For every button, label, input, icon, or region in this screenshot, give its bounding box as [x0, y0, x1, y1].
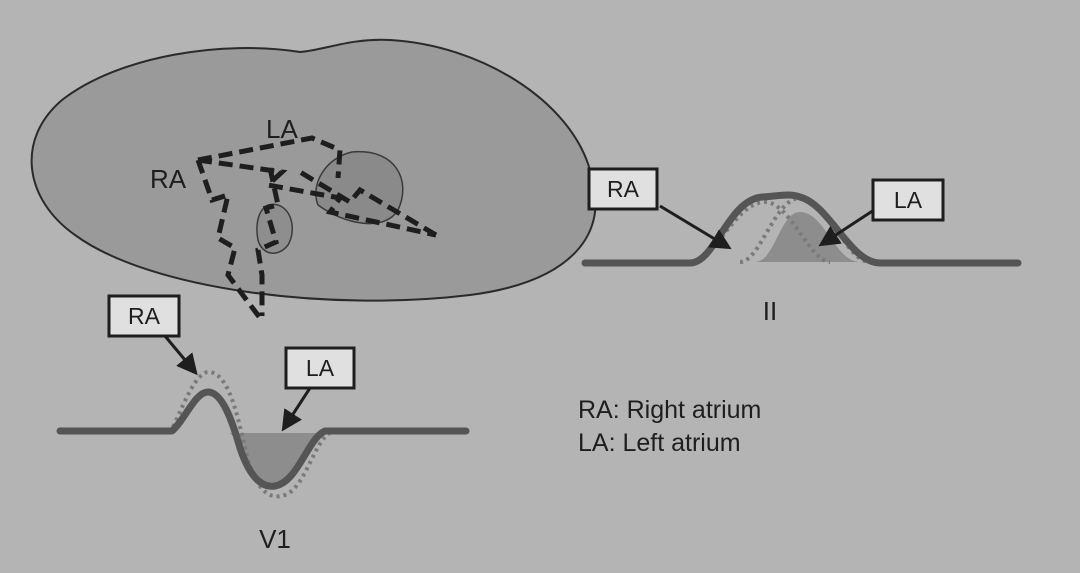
lead-ii-la-component: [700, 212, 880, 262]
lead-v1-waveform: RA LA V1: [56, 294, 470, 554]
lead-v1-box-la-text: LA: [306, 355, 335, 381]
chest-outline: [30, 38, 597, 302]
lead-v1-arrow-la: [281, 387, 312, 432]
vector-down-ra: [195, 159, 263, 320]
heart-label-ra: RA: [150, 164, 187, 194]
lead-v1-trace: [56, 388, 470, 490]
vector-septal: [255, 167, 281, 316]
heart-illustration: RA LA: [30, 38, 597, 320]
lead-v1-dotted: [168, 370, 332, 499]
heart-label-la: LA: [266, 114, 298, 144]
lead-v1-label: V1: [259, 524, 291, 554]
lead-v1-box-la: [284, 346, 356, 390]
lead-ii-arrow-la: [818, 208, 875, 247]
lead-v1-box-ra-text: RA: [128, 303, 161, 329]
vector-la-return: [298, 169, 438, 238]
lead-ii-box-la-text: LA: [894, 187, 923, 213]
lead-ii-label: II: [763, 296, 777, 326]
lead-v1-arrow-ra: [163, 335, 198, 376]
lead-ii-box-ra: [587, 167, 659, 211]
legend: RA: Right atrium LA: Left atrium: [578, 394, 761, 460]
lead-v1-box-ra: [107, 294, 181, 338]
lead-ii-arrow-ra: [659, 204, 732, 250]
activation-vectors: [195, 135, 438, 320]
lead-ii-waveform: RA LA II: [581, 167, 1022, 326]
vector-to-la-top: [197, 135, 343, 179]
lead-ii-box-la: [871, 178, 945, 222]
legend-ra: RA: Right atrium: [578, 396, 762, 424]
legend-la: LA: Left atrium: [578, 429, 741, 457]
lead-ii-ra-component: [689, 199, 831, 264]
lead-ii-box-ra-text: RA: [607, 176, 640, 202]
